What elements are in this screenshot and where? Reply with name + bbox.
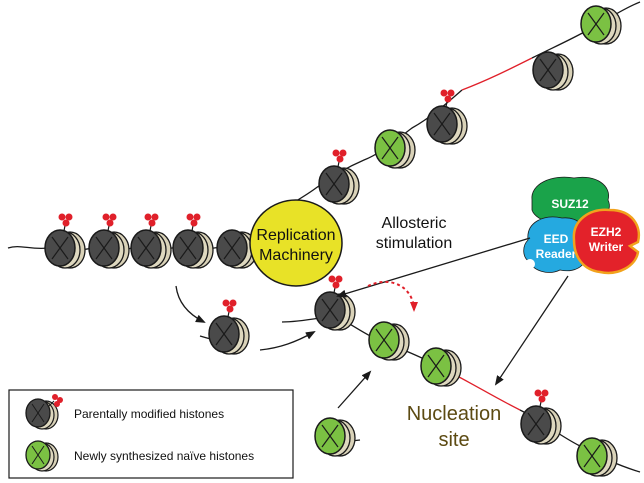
legend-parental-label: Parentally modified histones	[74, 407, 224, 421]
allosteric-arrow	[336, 237, 531, 298]
arrows	[175, 237, 569, 409]
nucleation-label-line1: Nucleation	[407, 403, 502, 425]
parental-nucleosome	[44, 213, 86, 269]
eed-label-line1: EED	[544, 232, 569, 246]
nucleation-arrow	[494, 275, 569, 386]
parental-nucleosome	[208, 299, 250, 355]
new-nucleosome	[314, 417, 356, 457]
new-nucleosome	[420, 347, 462, 387]
legend-new-label: Newly synthesized naïve histones	[74, 449, 254, 463]
legend-new-nucleosome-icon	[25, 440, 59, 472]
ezh2-subunit	[572, 208, 641, 275]
new-nucleosome	[374, 129, 416, 169]
upper-red-dna	[461, 57, 533, 91]
legend: Parentally modified histones Newly synth…	[8, 389, 294, 479]
parental-nucleosome	[532, 51, 574, 91]
new-nucleosome	[576, 437, 618, 477]
naive-deposition-arrow	[337, 370, 372, 409]
parental-nucleosome	[426, 89, 468, 145]
parental-nucleosome	[318, 149, 360, 205]
prc2-complex: SUZ12 EED Reader EZH2 Writer	[523, 176, 641, 275]
replication-machinery: Replication Machinery	[249, 199, 343, 287]
parental-nucleosome	[520, 389, 562, 445]
lower-daughter-strand	[281, 315, 439, 367]
replication-label-line1: Replication	[256, 227, 335, 244]
eed-label-line2: Reader	[536, 247, 577, 261]
legend-parental-nucleosome-icon	[25, 394, 63, 430]
allosteric-label-line2: stimulation	[376, 235, 452, 252]
parental-nucleosome	[172, 213, 214, 269]
allosteric-label-line1: Allosteric	[382, 215, 447, 232]
suz12-label: SUZ12	[551, 197, 589, 211]
parental-nucleosome	[130, 213, 172, 269]
parental-nucleosome	[88, 213, 130, 269]
new-nucleosome	[368, 321, 410, 361]
new-nucleosomes	[314, 5, 622, 477]
parental-nucleosomes	[44, 51, 574, 445]
deposition-arrow	[259, 331, 316, 351]
nucleation-label-line2: site	[438, 429, 469, 451]
spreading-arrow	[367, 280, 418, 312]
ezh2-label-line1: EZH2	[591, 225, 622, 239]
ezh2-label-line2: Writer	[589, 240, 624, 254]
parental-transfer-arrow	[175, 285, 206, 323]
new-nucleosome	[580, 5, 622, 45]
parental-nucleosome	[314, 275, 356, 331]
replication-label-line2: Machinery	[259, 247, 333, 264]
